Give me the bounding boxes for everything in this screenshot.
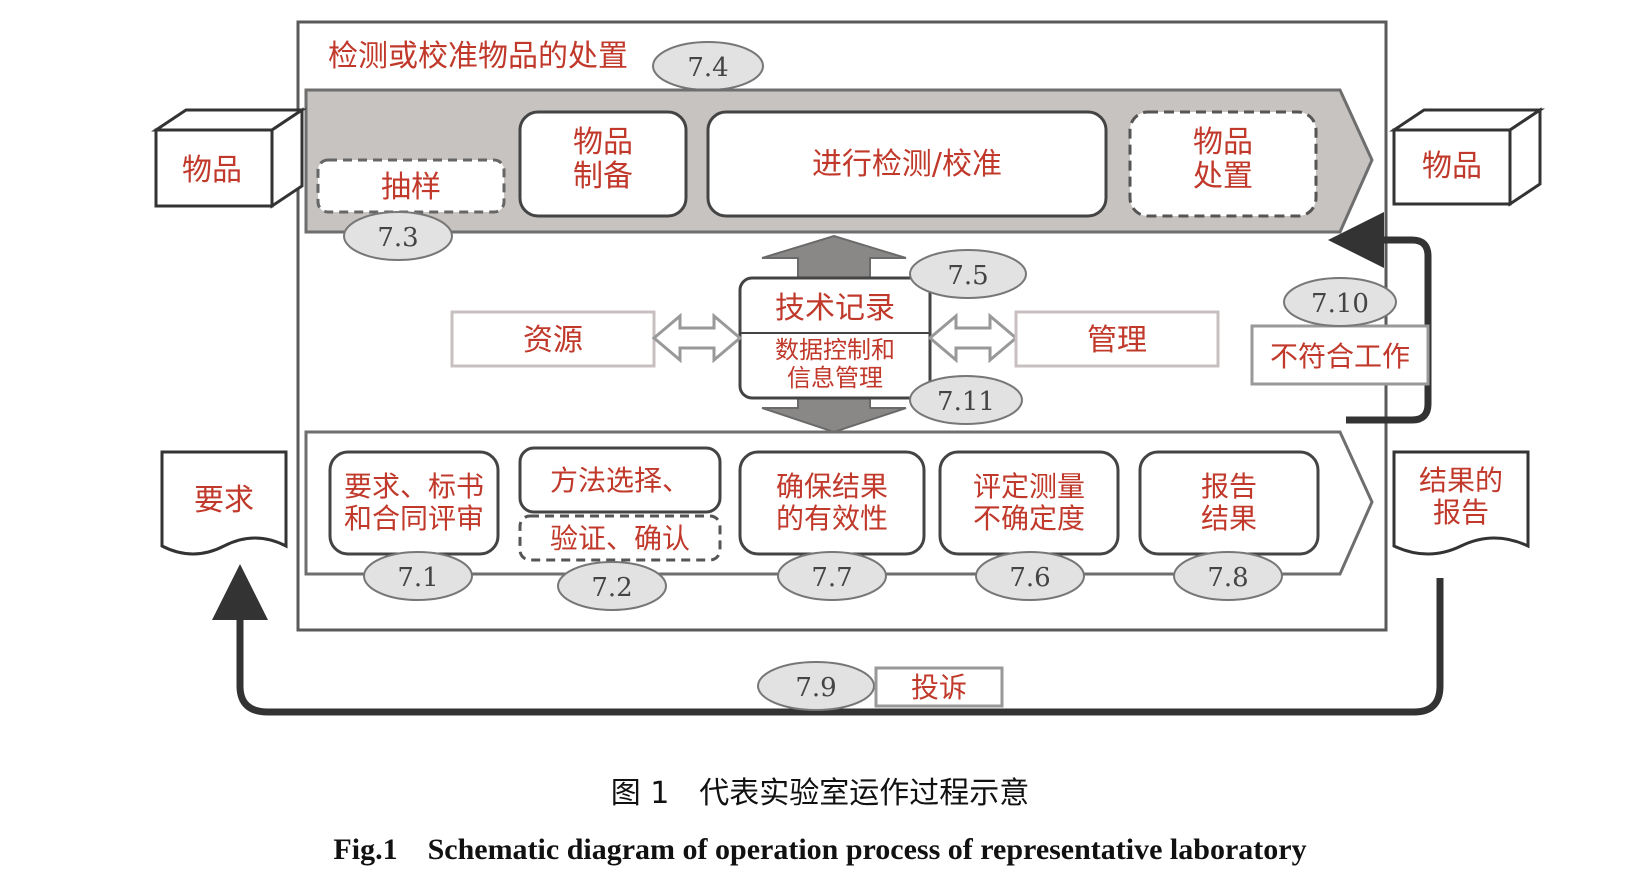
svg-text:确保结果的有效性: 确保结果的有效性: [776, 470, 888, 535]
stage-reporting-results: 报告结果: [1138, 450, 1320, 556]
requirement-document: 要求: [160, 450, 288, 556]
svg-text:要求: 要求: [194, 483, 254, 518]
oval-7-7: [777, 551, 887, 601]
report-document: 结果的报告: [1392, 450, 1530, 556]
stage-item-disposal: 物品处置: [1128, 110, 1318, 218]
stage-verification-validation: 验证、确认: [518, 514, 722, 562]
stage-sampling: 抽样: [316, 158, 506, 214]
oval-7-2-label: 7.2: [591, 573, 632, 603]
oval-7-4-label: 7.4: [687, 53, 728, 83]
svg-text:投诉: 投诉: [911, 671, 967, 704]
svg-text:报告结果: 报告结果: [1201, 470, 1257, 535]
oval-7-11: [909, 375, 1023, 425]
oval-7-3: [343, 211, 453, 261]
resources-box: 资源: [450, 310, 656, 368]
oval-7-10: [1283, 277, 1397, 327]
complaint-box: 投诉: [874, 666, 1004, 708]
stage-method-selection: 方法选择、: [518, 446, 722, 514]
svg-text:进行检测/校准: 进行检测/校准: [812, 147, 1002, 182]
oval-7-7-label: 7.7: [811, 563, 852, 593]
svg-text:物品制备: 物品制备: [573, 125, 633, 194]
oval-7-3-label: 7.3: [377, 223, 418, 253]
svg-text:方法选择、: 方法选择、: [550, 464, 690, 497]
caption-english: Fig.1 Schematic diagram of operation pro…: [333, 833, 1307, 866]
complaint-loop-arrow: [212, 564, 1444, 716]
oval-7-8-label: 7.8: [1207, 563, 1248, 593]
stage-validity-of-results: 确保结果的有效性: [738, 450, 926, 556]
svg-text:物品: 物品: [182, 153, 242, 188]
input-item-box: 物品: [151, 107, 307, 209]
oval-7-1: [363, 551, 473, 601]
oval-7-10-label: 7.10: [1311, 289, 1369, 319]
oval-7-2: [557, 561, 667, 611]
stage-item-prep: 物品制备: [518, 110, 688, 218]
svg-text:数据控制和信息管理: 数据控制和信息管理: [775, 336, 895, 392]
main-title: 检测或校准物品的处置: [328, 39, 628, 74]
oval-7-9-label: 7.9: [795, 673, 836, 703]
down-arrow-to-bottom-band: [761, 397, 907, 434]
management-box: 管理: [1014, 310, 1220, 368]
oval-7-5-label: 7.5: [947, 261, 988, 291]
svg-text:技术记录: 技术记录: [775, 291, 895, 326]
svg-text:物品: 物品: [1422, 149, 1482, 184]
svg-text:评定测量不确定度: 评定测量不确定度: [973, 470, 1085, 535]
oval-7-6: [975, 551, 1085, 601]
svg-text:不符合工作: 不符合工作: [1270, 340, 1410, 373]
oval-7-8: [1173, 551, 1283, 601]
svg-text:抽样: 抽样: [381, 170, 441, 205]
svg-text:结果的报告: 结果的报告: [1419, 464, 1503, 529]
output-item-box: 物品: [1389, 107, 1545, 207]
double-arrow-resources: [651, 312, 743, 364]
oval-7-6-label: 7.6: [1009, 563, 1050, 593]
stage-requirements-review: 要求、标书和合同评审: [328, 450, 500, 556]
svg-text:验证、确认: 验证、确认: [550, 522, 690, 555]
svg-text:管理: 管理: [1087, 323, 1147, 358]
svg-text:资源: 资源: [523, 323, 583, 358]
svg-text:要求、标书和合同评审: 要求、标书和合同评审: [344, 470, 484, 535]
oval-7-5: [909, 249, 1027, 299]
center-record-box: 技术记录 数据控制和信息管理: [738, 276, 932, 400]
stage-testing: 进行检测/校准: [706, 110, 1108, 218]
svg-text:物品处置: 物品处置: [1193, 125, 1253, 194]
caption-chinese: 图 1 代表实验室运作过程示意: [610, 776, 1030, 811]
oval-7-1-label: 7.1: [397, 563, 438, 593]
stage-measurement-uncertainty: 评定测量不确定度: [938, 450, 1120, 556]
oval-7-11-label: 7.11: [937, 387, 995, 417]
oval-7-9: [757, 661, 875, 711]
nonconforming-box: 不符合工作: [1250, 324, 1430, 386]
up-arrow-to-top-band: [761, 234, 907, 279]
double-arrow-management: [927, 312, 1019, 364]
